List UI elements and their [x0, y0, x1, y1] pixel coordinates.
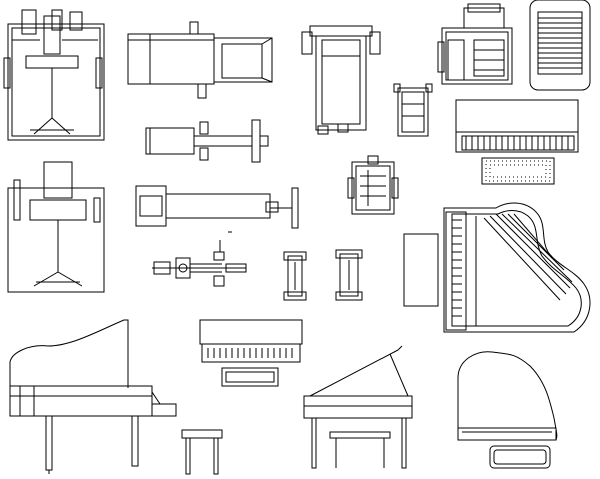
- small-bench-a-top: [284, 252, 306, 300]
- treadmill-top: [302, 26, 380, 134]
- baby-grand-piano-top: [458, 352, 557, 468]
- grand-piano-top: [444, 203, 590, 332]
- weight-bench-station-top: [4, 10, 104, 140]
- grand-piano-bench-top: [404, 234, 438, 306]
- piano-stool-elevation: [182, 430, 222, 474]
- exercise-bench-top: [136, 186, 298, 228]
- small-bench-b-top: [336, 250, 362, 300]
- exercise-bike-top: [152, 232, 246, 286]
- ab-bench-top: [394, 84, 432, 136]
- weight-station-elevation: [8, 162, 104, 292]
- grand-piano-side-elevation: [10, 320, 176, 474]
- exercise-station-top: [438, 4, 512, 84]
- rowing-machine-top: [146, 120, 268, 162]
- grand-piano-front-elevation: [304, 346, 412, 468]
- upright-piano-front-elevation: [200, 320, 302, 386]
- wall-panel-vent: [530, 0, 590, 90]
- piano-stool-top: [482, 158, 554, 184]
- leg-press-machine-top: [128, 22, 272, 98]
- stepper-top: [348, 156, 398, 214]
- upright-piano-top: [456, 100, 578, 152]
